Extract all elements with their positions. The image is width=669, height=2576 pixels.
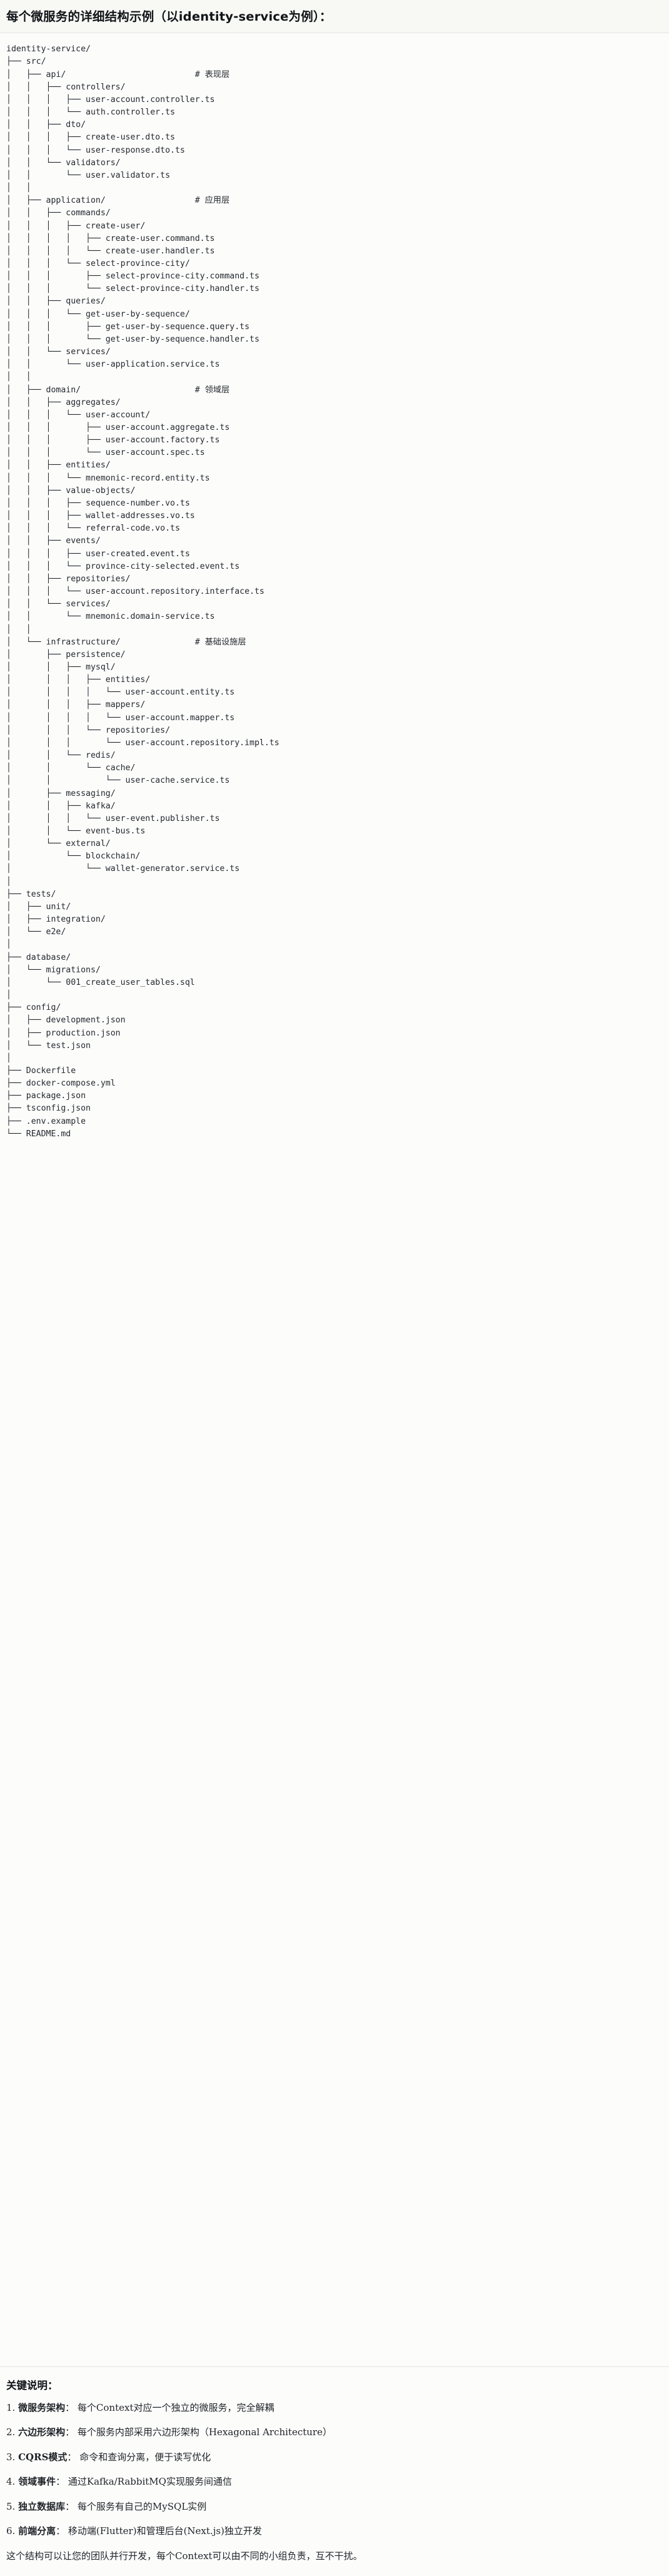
key-point-number: 3. <box>6 2451 16 2463</box>
key-point-number: 2. <box>6 2426 16 2438</box>
key-point-separator: ： <box>65 2426 75 2438</box>
key-point-item: 3. CQRS模式： 命令和查询分离，便于读写优化 <box>6 2450 663 2465</box>
key-points-title: 关键说明： <box>6 2379 58 2391</box>
key-point-item: 1. 微服务架构： 每个Context对应一个独立的微服务，完全解耦 <box>6 2401 663 2415</box>
key-point-lead: 微服务架构 <box>18 2401 66 2413</box>
key-point-separator: ： <box>65 2401 75 2413</box>
closing-paragraph: 这个结构可以让您的团队并行开发，每个Context可以由不同的小组负责，互不干扰… <box>6 2550 363 2562</box>
key-point-body: 通过Kafka/RabbitMQ实现服务间通信 <box>68 2476 232 2488</box>
page-title: 每个微服务的详细结构示例（以identity-service为例）： <box>6 9 332 24</box>
key-point-item: 5. 独立数据库： 每个服务有自己的MySQL实例 <box>6 2500 663 2514</box>
key-points-section: 关键说明： 1. 微服务架构： 每个Context对应一个独立的微服务，完全解耦… <box>0 2366 669 2576</box>
title-band: 每个微服务的详细结构示例（以identity-service为例）： <box>0 0 669 34</box>
key-point-item: 2. 六边形架构： 每个服务内部采用六边形架构（Hexagonal Archit… <box>6 2425 663 2440</box>
key-point-body: 命令和查询分离，便于读写优化 <box>79 2451 211 2463</box>
key-point-lead: CQRS模式 <box>18 2451 68 2463</box>
key-point-separator: ： <box>56 2525 66 2537</box>
key-point-number: 1. <box>6 2401 16 2413</box>
key-point-item: 4. 领域事件： 通过Kafka/RabbitMQ实现服务间通信 <box>6 2475 663 2489</box>
key-point-number: 4. <box>6 2476 16 2488</box>
key-point-lead: 领域事件 <box>18 2476 56 2488</box>
key-point-separator: ： <box>56 2476 66 2488</box>
key-point-body: 每个服务内部采用六边形架构（Hexagonal Architecture） <box>77 2426 332 2438</box>
key-point-lead: 独立数据库 <box>18 2500 66 2512</box>
key-point-separator: ： <box>67 2451 77 2463</box>
key-point-item: 6. 前端分离： 移动端(Flutter)和管理后台(Next.js)独立开发 <box>6 2524 663 2538</box>
key-point-number: 5. <box>6 2500 16 2512</box>
key-point-lead: 前端分离 <box>18 2525 56 2537</box>
key-point-lead: 六边形架构 <box>18 2426 66 2438</box>
key-point-body: 移动端(Flutter)和管理后台(Next.js)独立开发 <box>68 2525 262 2537</box>
key-point-body: 每个服务有自己的MySQL实例 <box>77 2500 207 2512</box>
key-point-separator: ： <box>65 2500 75 2512</box>
key-point-body: 每个Context对应一个独立的微服务，完全解耦 <box>77 2401 274 2413</box>
key-points-list: 1. 微服务架构： 每个Context对应一个独立的微服务，完全解耦 2. 六边… <box>6 2401 663 2538</box>
directory-tree-block: identity-service/ ├── src/ │ ├── api/ # … <box>0 33 669 2366</box>
key-point-number: 6. <box>6 2525 16 2537</box>
directory-tree: identity-service/ ├── src/ │ ├── api/ # … <box>6 44 279 1139</box>
